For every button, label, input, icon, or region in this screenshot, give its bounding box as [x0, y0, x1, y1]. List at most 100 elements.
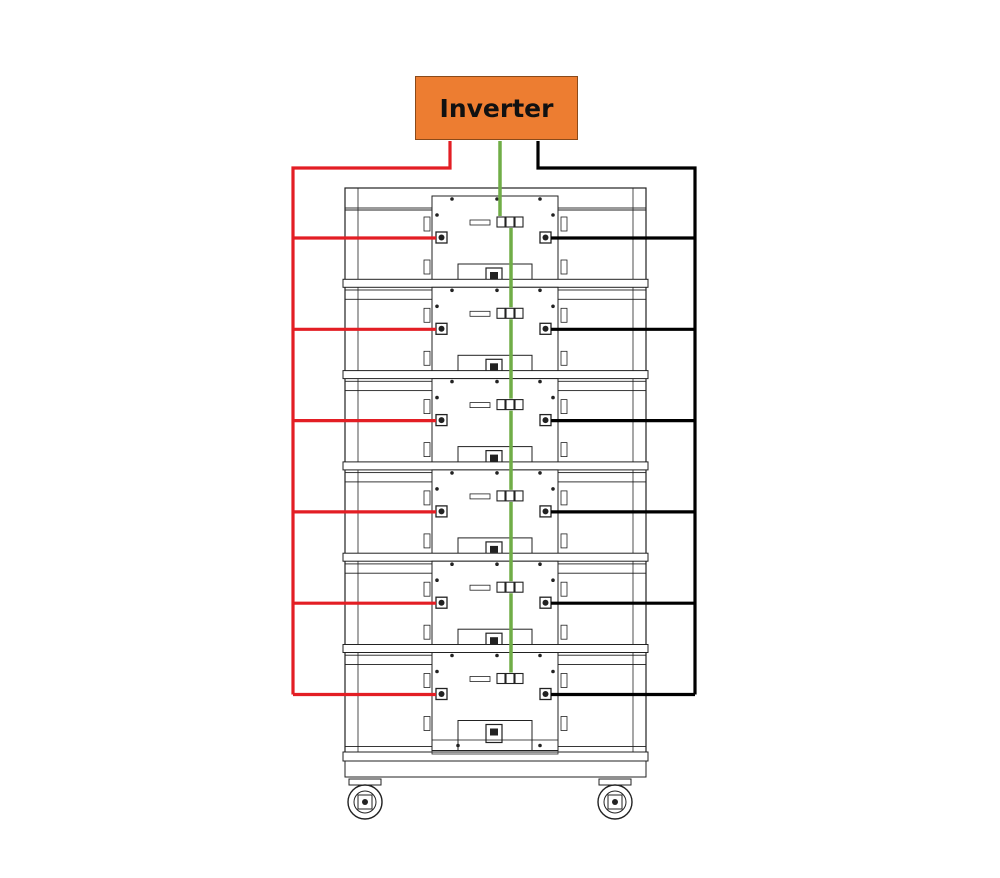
- screw: [450, 653, 454, 658]
- caster-wheel-icon: [347, 778, 383, 820]
- battery-module: [342, 461, 649, 569]
- handle-slot: [423, 307, 431, 323]
- battery-module: [342, 644, 649, 751]
- battery-module: [342, 552, 649, 660]
- comm-port: [496, 490, 506, 502]
- comm-port: [496, 672, 506, 685]
- handle-slot: [423, 581, 431, 597]
- screw: [495, 288, 499, 293]
- positive-bus-wire: [291, 141, 452, 695]
- handle-slot: [423, 442, 431, 458]
- handle-slot: [423, 624, 431, 640]
- breaker-toggle: [490, 363, 498, 371]
- comm-port-label: [469, 493, 491, 500]
- comm-port: [496, 399, 506, 411]
- breaker-recess: [457, 720, 533, 751]
- terminal-pin: [438, 599, 445, 606]
- handle-slot: [423, 490, 431, 506]
- comm-port: [514, 490, 524, 502]
- screw: [450, 471, 454, 475]
- base-plinth: [344, 760, 647, 778]
- terminal-pin: [542, 599, 549, 606]
- handle-slot: [423, 259, 431, 275]
- caster-wheel-icon: [597, 778, 633, 820]
- comm-port: [514, 307, 524, 319]
- comm-port: [514, 581, 524, 593]
- breaker-toggle: [490, 272, 498, 279]
- terminal-pin: [438, 508, 445, 515]
- comm-port-label: [469, 584, 491, 591]
- handle-slot: [560, 216, 568, 232]
- handle-slot: [560, 442, 568, 458]
- terminal-pin: [542, 508, 549, 515]
- handle-slot: [423, 399, 431, 415]
- terminal-pin: [438, 325, 445, 332]
- screw: [551, 578, 555, 582]
- handle-slot: [560, 350, 568, 366]
- comm-port: [496, 216, 506, 228]
- inverter-label: Inverter: [439, 93, 554, 123]
- module-separator: [342, 644, 649, 653]
- screw: [435, 304, 439, 309]
- handle-slot: [560, 581, 568, 597]
- module-separator: [342, 370, 649, 380]
- screw: [495, 562, 499, 566]
- caster-axle: [362, 799, 368, 805]
- handle-slot: [560, 490, 568, 506]
- base-rail: [342, 751, 649, 762]
- module-separator: [342, 461, 649, 471]
- screw: [450, 288, 454, 293]
- screw: [551, 304, 555, 309]
- handle-slot: [423, 216, 431, 232]
- inverter-box: Inverter: [415, 76, 578, 140]
- terminal-pin: [542, 417, 549, 424]
- module-separator: [342, 552, 649, 562]
- screw: [538, 743, 542, 748]
- comm-port: [496, 307, 506, 319]
- terminal-pin: [438, 234, 445, 241]
- terminal-pin: [542, 691, 549, 697]
- screw: [551, 213, 555, 217]
- handle-slot: [560, 624, 568, 640]
- battery-modules: [342, 195, 649, 751]
- screw: [450, 379, 454, 384]
- handle-slot: [423, 716, 431, 731]
- screw: [538, 197, 542, 201]
- breaker-toggle: [490, 454, 498, 462]
- comm-port: [496, 581, 506, 593]
- cabinet-base: [342, 739, 649, 820]
- comm-port: [505, 672, 515, 685]
- comm-port: [505, 399, 515, 411]
- caster-hub: [603, 790, 627, 814]
- screw: [495, 197, 499, 201]
- screw: [551, 395, 555, 400]
- screw: [538, 471, 542, 475]
- screw: [551, 669, 555, 674]
- breaker-toggle: [490, 728, 498, 736]
- screw: [538, 562, 542, 566]
- battery-module: [342, 370, 649, 478]
- screw: [450, 562, 454, 566]
- comm-port: [505, 581, 515, 593]
- comm-port: [514, 672, 524, 685]
- handle-slot: [423, 533, 431, 549]
- handle-slot: [560, 259, 568, 275]
- screw: [435, 487, 439, 491]
- terminal-pin: [438, 691, 445, 697]
- terminal-pin: [438, 417, 445, 424]
- screw: [495, 653, 499, 658]
- comm-port-label: [469, 402, 491, 409]
- comm-port-label: [469, 219, 491, 226]
- comm-port: [514, 216, 524, 228]
- base-panel: [431, 739, 559, 755]
- screw: [435, 578, 439, 582]
- screw: [538, 379, 542, 384]
- module-front-panel: [431, 652, 559, 751]
- comm-port-label: [469, 310, 491, 317]
- caster-plate: [348, 778, 382, 786]
- handle-slot: [423, 350, 431, 366]
- screw: [551, 487, 555, 491]
- screw: [435, 669, 439, 674]
- handle-slot: [560, 399, 568, 415]
